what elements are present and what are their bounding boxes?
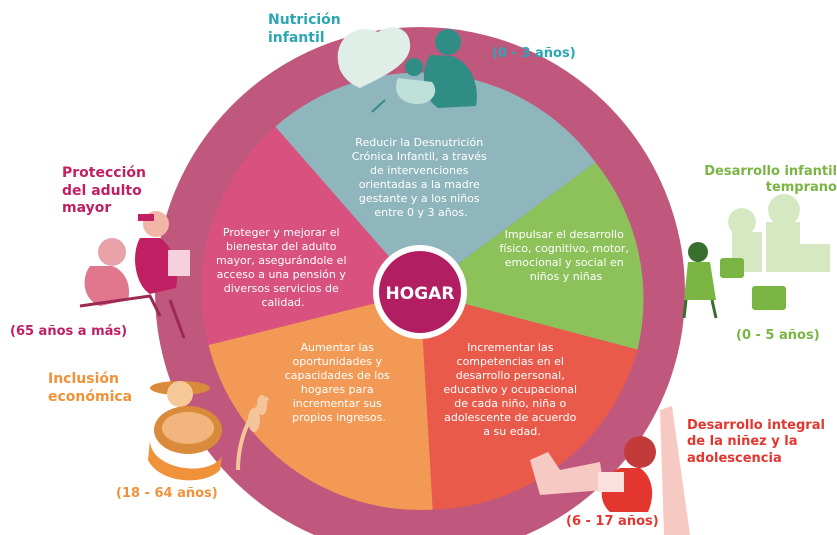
label-proteccion-adulto-mayor: Protección del adulto mayor (62, 165, 146, 218)
child-with-blocks-illustration (682, 194, 830, 319)
segment-text-inclusion: Aumentar las oportunidades y capacidades… (285, 341, 394, 424)
girl-reading-illustration (530, 406, 690, 535)
label-inclusion-economica: Inclusión económica (48, 371, 132, 406)
label-nutricion-line-2: infantil (268, 29, 325, 46)
segment-adulto-mayor (201, 126, 420, 345)
age-nutricion: (0 - 3 años) (492, 46, 576, 61)
label-desarrollo-temprano-line-2: temprano (765, 180, 837, 196)
label-inclusion-line-1: Inclusión (48, 371, 119, 387)
segment-text-desarrollo-temprano: Impulsar el desarrollo físico, cognitivo… (500, 228, 633, 283)
age-adulto-mayor: (65 años a más) (10, 324, 128, 339)
segment-desarrollo-temprano (420, 162, 644, 350)
label-desarrollo-temprano-line-1: Desarrollo infantil (704, 164, 837, 179)
label-inclusion-line-2: económica (48, 388, 133, 405)
segment-text-adulto-mayor: Proteger y mejorar el bienestar del adul… (216, 226, 350, 309)
label-desarrollo-integral: Desarrollo integral de la niñez y la ado… (687, 418, 837, 467)
farmer-basket-illustration (148, 381, 270, 481)
center-label: HOGAR (386, 284, 455, 304)
segment-inclusion (208, 292, 433, 510)
label-desarrollo-integral-line-3: adolescencia (687, 450, 782, 466)
label-adulto-line-3: mayor (62, 200, 112, 216)
age-desarrollo-temprano: (0 - 5 años) (736, 328, 820, 343)
segment-text-nutricion: Reducir la Desnutrición Crónica Infantil… (352, 136, 491, 219)
label-adulto-line-1: Protección (62, 165, 146, 181)
mother-baby-illustration (337, 27, 477, 113)
label-desarrollo-temprano: Desarrollo infantil temprano (688, 164, 837, 197)
segment-nutricion (275, 72, 596, 293)
label-nutricion-infantil: Nutrición infantil (268, 12, 341, 47)
label-desarrollo-integral-line-2: de la niñez y la (687, 434, 798, 450)
center-hub (379, 251, 461, 333)
label-adulto-line-2: del adulto (62, 182, 142, 199)
segment-desarrollo-integral (420, 292, 638, 510)
age-inclusion: (18 - 64 años) (116, 486, 218, 501)
elderly-caregiver-illustration (79, 211, 190, 339)
age-desarrollo-integral: (6 - 17 años) (566, 514, 659, 529)
label-nutricion-line-1: Nutrición (268, 12, 341, 28)
segment-text-desarrollo-integral: Incrementar las competencias en el desar… (443, 341, 580, 438)
label-desarrollo-integral-line-1: Desarrollo integral (687, 418, 825, 433)
